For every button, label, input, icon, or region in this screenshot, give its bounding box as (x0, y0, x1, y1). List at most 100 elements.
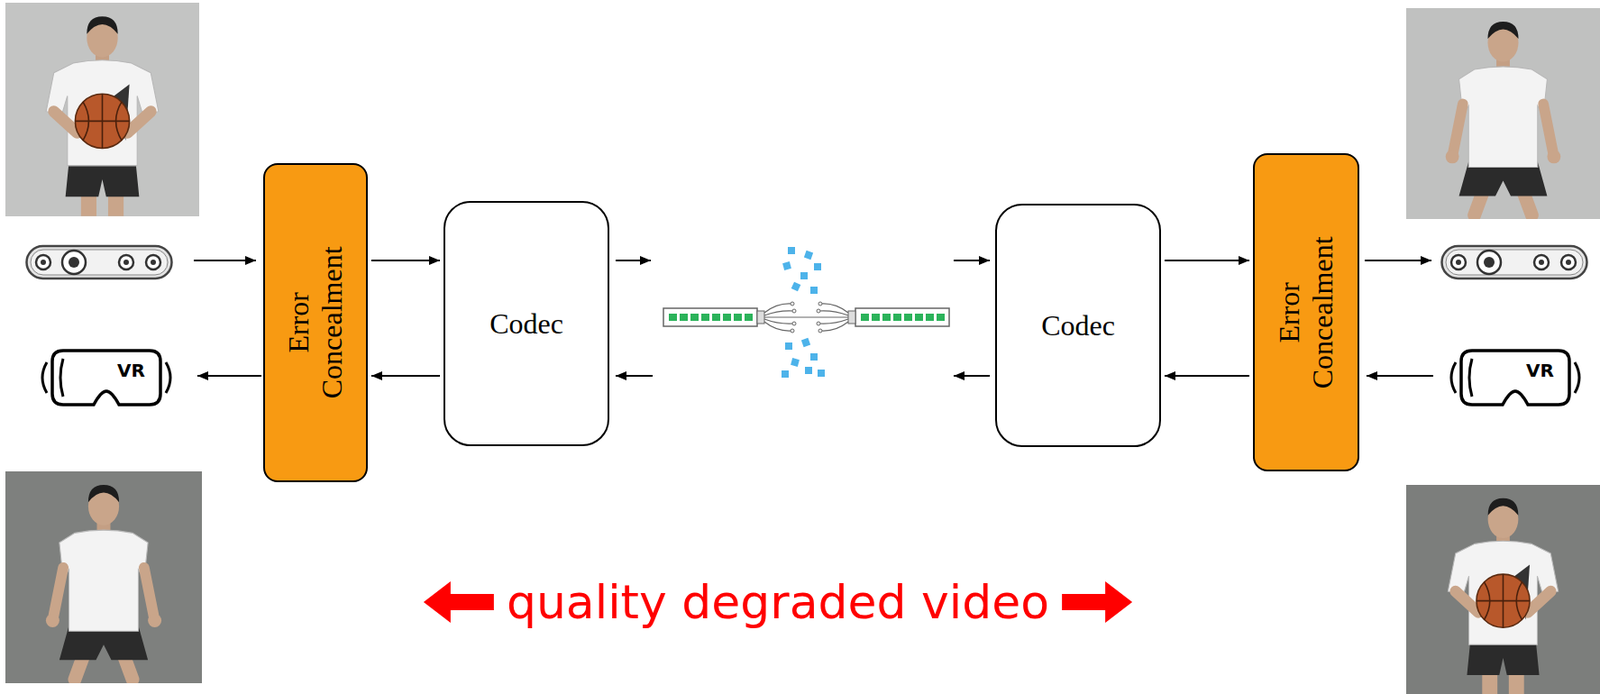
flow-arrow (615, 374, 653, 377)
flow-arrow (953, 374, 990, 377)
figure-part (936, 313, 945, 321)
cable-dashes (668, 313, 945, 321)
figure-part (791, 282, 802, 293)
photo-top-right (1406, 8, 1600, 220)
figure-part (818, 329, 823, 333)
figure-part (800, 272, 808, 280)
figure-part (810, 286, 818, 294)
banner-text: quality degraded video (506, 574, 1050, 631)
flow-arrow (193, 259, 256, 262)
cable-left (663, 308, 758, 327)
red-arrow (423, 581, 494, 623)
figure-part (819, 319, 849, 324)
flow-arrow (371, 374, 440, 377)
figure-part (785, 342, 793, 350)
figure-part (871, 313, 880, 321)
figure-part (764, 321, 792, 331)
side-arrows (193, 260, 1434, 376)
flow-arrow (953, 259, 990, 262)
figure-part (790, 301, 795, 306)
figure-part (792, 309, 796, 313)
photo-ground (5, 471, 202, 684)
figure-part (787, 246, 796, 255)
figure-part (782, 261, 792, 271)
network-cable (663, 246, 950, 378)
figure-part (914, 313, 924, 321)
person-figure (1447, 498, 1558, 694)
photo-ground (1406, 484, 1600, 694)
photo-bottom-left (5, 471, 202, 684)
red-arrow (1061, 581, 1133, 623)
figure-part (764, 319, 794, 324)
figure-part (893, 313, 902, 321)
person-figure (45, 16, 159, 216)
figure-part (744, 313, 753, 321)
figure-part (690, 313, 699, 321)
vr-headset (1451, 350, 1580, 405)
concealment-box: Error Concealment (263, 163, 368, 483)
figure-part (792, 321, 796, 326)
photo-top-left (5, 2, 200, 217)
figure-part (804, 250, 814, 260)
figure-part (733, 313, 742, 321)
concealment-box: Error Concealment (1252, 153, 1360, 472)
connector (757, 310, 765, 324)
node-label: Error Concealment (282, 223, 349, 422)
figure-part (712, 313, 721, 321)
figure-part (764, 310, 794, 316)
figure-part (817, 369, 825, 377)
person-figure (45, 484, 162, 680)
figure-part (819, 310, 849, 316)
codec-box: Codec (443, 201, 610, 447)
connector (848, 310, 856, 324)
figure-part (722, 313, 732, 321)
figure-part (813, 263, 822, 271)
wires (764, 303, 849, 331)
depth-camera (27, 246, 173, 279)
figure-part (804, 366, 813, 375)
photo-bottom-right (1406, 484, 1600, 694)
figure-part (764, 316, 849, 318)
wire-tips (790, 301, 823, 333)
flow-arrow (197, 374, 262, 377)
red-arrow-shape (423, 581, 494, 623)
figure-part (679, 313, 688, 321)
figure-part (816, 321, 821, 326)
figure-part (821, 321, 849, 331)
node-label: Codec (1041, 309, 1116, 343)
figure-part (668, 313, 677, 321)
figure-part (816, 309, 821, 313)
node-label: Error Concealment (1272, 213, 1340, 412)
flow-arrow (1164, 259, 1250, 262)
figure-part (860, 313, 869, 321)
red-arrow-shape (1061, 581, 1133, 623)
icon-text: VR (1526, 359, 1555, 382)
figure-part (790, 357, 800, 367)
figure-part (882, 313, 891, 321)
figure-part (701, 313, 710, 321)
flow-arrow (1364, 259, 1432, 262)
flow-arrow (371, 259, 440, 262)
photo-ground (5, 2, 200, 217)
figure-part (925, 313, 934, 321)
figure-part (790, 329, 795, 333)
icon-text: VR (117, 359, 146, 382)
cable-right (855, 308, 950, 327)
person-figure (1445, 21, 1562, 216)
figure-part (818, 301, 823, 306)
flow-arrow (615, 259, 651, 262)
codec-box: Codec (995, 203, 1162, 448)
figure-part (801, 338, 811, 348)
figure-part (904, 313, 913, 321)
figure-part (781, 370, 789, 378)
flow-arrow (1164, 374, 1250, 377)
depth-camera (1442, 246, 1588, 279)
figure-part (810, 353, 818, 361)
flow-arrow (1366, 374, 1434, 377)
vr-headset (42, 350, 171, 405)
lost-packets (781, 246, 825, 378)
